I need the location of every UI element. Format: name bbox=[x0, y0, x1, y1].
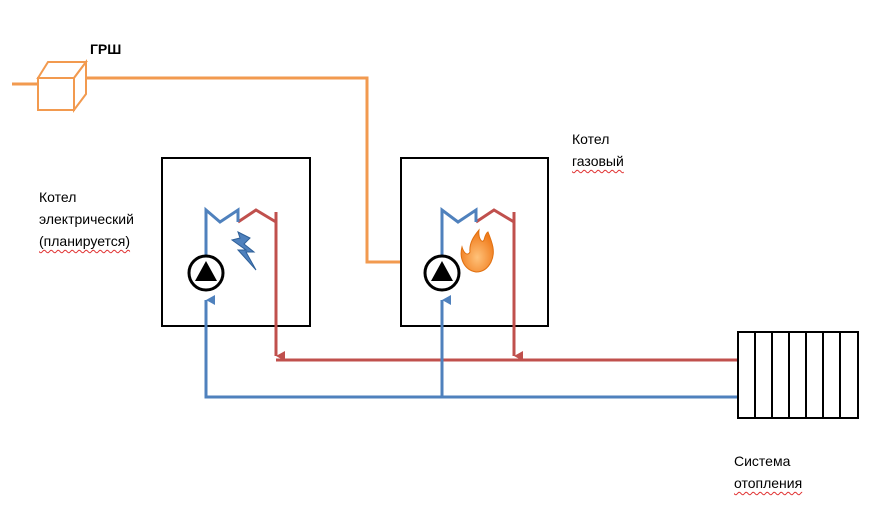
heating-system-label-line2: отопления bbox=[734, 475, 803, 491]
circulation-pump-icon bbox=[423, 254, 461, 292]
gas-boiler-label-line2: газовый bbox=[572, 153, 624, 169]
gas-pipe bbox=[12, 76, 402, 264]
grsh-label: ГРШ bbox=[90, 41, 122, 57]
heating-system-label-line1: Система bbox=[734, 453, 791, 469]
return-pipe bbox=[204, 206, 738, 399]
electric-boiler-label-line2: электрический bbox=[39, 211, 134, 227]
lightning-bolt-icon bbox=[230, 231, 257, 271]
flame-icon bbox=[460, 228, 494, 273]
circulation-pump-icon bbox=[187, 254, 225, 292]
radiator-icon bbox=[737, 331, 859, 419]
gas-boiler-label: Котел газовый bbox=[572, 128, 624, 172]
heating-system-label: Система отопления bbox=[734, 450, 802, 494]
electric-boiler-label-line3: (планируется) bbox=[39, 233, 131, 249]
electric-boiler-label-line1: Котел bbox=[39, 189, 77, 205]
electric-boiler-label: Котел электрический (планируется) bbox=[39, 186, 134, 252]
supply-pipe bbox=[237, 208, 738, 362]
grsh-cabinet-icon bbox=[36, 59, 88, 113]
gas-boiler-label-line1: Котел bbox=[572, 131, 610, 147]
